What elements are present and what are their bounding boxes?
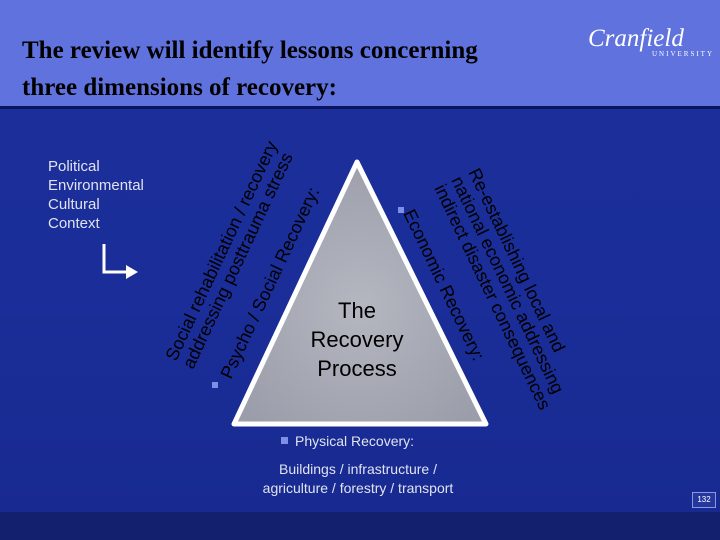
context-label-cultural: Cultural	[48, 196, 100, 213]
center-line-3: Process	[317, 356, 396, 381]
triangle-center-label: The Recovery Process	[311, 298, 404, 381]
bullet-square-icon	[398, 207, 404, 213]
bullet-square-icon	[281, 437, 288, 444]
social-detail-line-1: Social rehabilitation / recovery	[162, 138, 282, 364]
page-number-badge: 132	[692, 492, 716, 508]
slide-title-line-1: The review will identify lessons concern…	[22, 37, 478, 64]
context-label-group: Political Environmental Cultural Context	[48, 157, 144, 233]
context-label-context: Context	[48, 215, 100, 232]
header-band	[0, 0, 720, 106]
bullet-square-icon	[212, 382, 218, 388]
center-line-2: Recovery	[311, 327, 404, 352]
center-line-1: The	[338, 298, 376, 323]
logo-subline: UNIVERSITY	[652, 50, 714, 58]
logo-wordmark: Cranfield	[588, 25, 684, 52]
physical-recovery-block: Physical Recovery: Buildings / infrastru…	[263, 433, 454, 496]
physical-heading: Physical Recovery:	[295, 433, 414, 449]
recovery-triangle	[231, 159, 489, 427]
cranfield-logo: Cranfield UNIVERSITY	[588, 25, 712, 58]
context-label-environmental: Environmental	[48, 177, 144, 194]
slide-title: The review will identify lessons concern…	[22, 32, 582, 106]
slide-title-line-2: three dimensions of recovery:	[22, 74, 337, 101]
footer-band	[0, 512, 720, 540]
economic-detail-line-2: national economic addressing	[447, 173, 568, 397]
context-label-political: Political	[48, 158, 100, 175]
header-divider	[0, 106, 720, 109]
physical-detail-line-1: Buildings / infrastructure /	[279, 461, 437, 477]
corner-arrow-icon	[102, 244, 138, 279]
physical-detail-line-2: agriculture / forestry / transport	[263, 480, 454, 496]
